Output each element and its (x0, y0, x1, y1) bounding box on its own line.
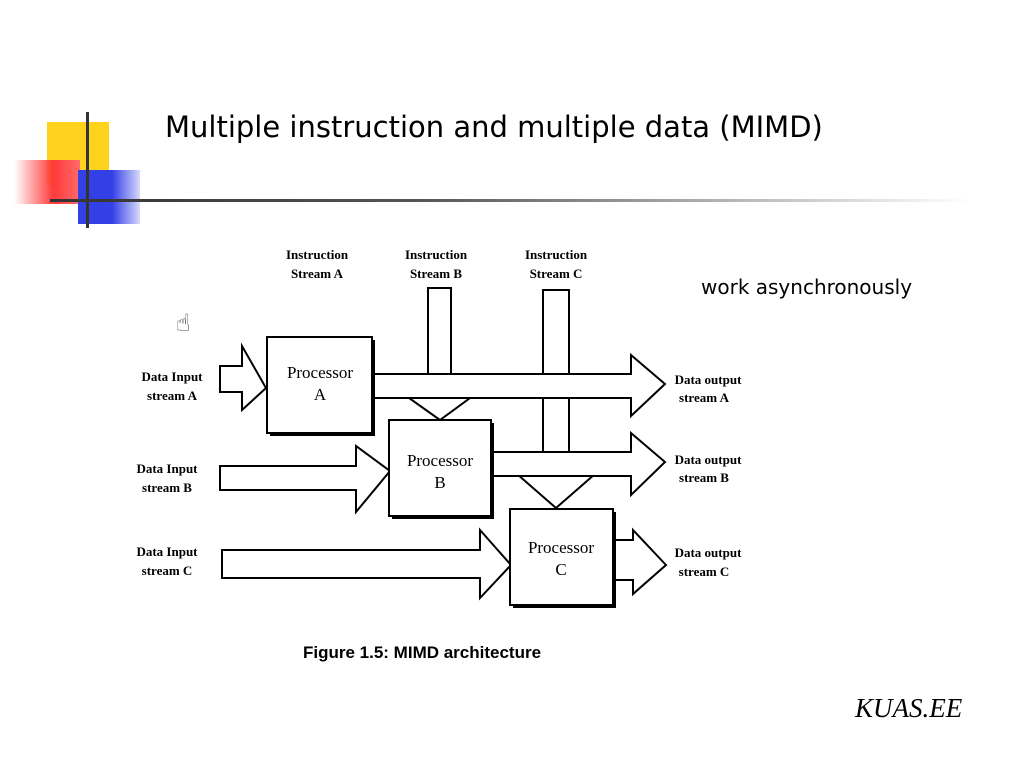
processor-a-label-1: Processor (287, 363, 353, 382)
instruction-stream-a-label-1: Instruction (286, 247, 349, 262)
instruction-stream-b-label-1: Instruction (405, 247, 468, 262)
slide-title: Multiple instruction and multiple data (… (165, 110, 823, 144)
data-input-c-label-2: stream C (142, 563, 193, 578)
processor-c-label-1: Processor (528, 538, 594, 557)
processor-b-box (388, 419, 492, 517)
hand-cursor-icon: ☝ (176, 309, 191, 337)
processor-b-label-2: B (434, 473, 445, 492)
processor-a-label-2: A (314, 385, 327, 404)
data-input-a-label-1: Data Input (141, 369, 203, 384)
processor-c-label-2: C (555, 560, 566, 579)
input-arrow-b (219, 444, 392, 515)
instruction-stream-c-label-1: Instruction (525, 247, 588, 262)
processor-b-label-1: Processor (407, 451, 473, 470)
deco-vertical-line (86, 112, 89, 228)
data-output-a-label-1: Data output (675, 372, 742, 387)
instruction-stream-a-label-2: Stream A (291, 266, 344, 281)
output-arrow-b (491, 430, 667, 498)
data-input-c-label-1: Data Input (136, 544, 198, 559)
data-output-b-label-2: stream B (679, 470, 729, 485)
deco-red-gradient (14, 160, 80, 204)
title-underline (50, 199, 970, 202)
instruction-arrow-b (405, 287, 474, 422)
input-arrow-c (221, 527, 513, 601)
instruction-stream-c-label-2: Stream C (530, 266, 583, 281)
figure-caption: Figure 1.5: MIMD architecture (303, 643, 541, 662)
slide-note: work asynchronously (701, 275, 913, 299)
data-input-b-label-2: stream B (142, 480, 192, 495)
input-arrow-a (219, 342, 268, 413)
processor-c-box (509, 508, 614, 606)
data-output-b-label-1: Data output (675, 452, 742, 467)
output-arrow-c (611, 527, 668, 597)
output-arrow-a (371, 352, 667, 419)
data-input-a-label-2: stream A (147, 388, 198, 403)
data-output-c-label-2: stream C (679, 564, 730, 579)
footer-label: KUAS.EE (855, 693, 963, 723)
data-output-a-label-2: stream A (679, 390, 730, 405)
data-input-b-label-1: Data Input (136, 461, 198, 476)
processor-a-box (266, 336, 373, 434)
data-output-c-label-1: Data output (675, 545, 742, 560)
instruction-stream-b-label-2: Stream B (410, 266, 462, 281)
